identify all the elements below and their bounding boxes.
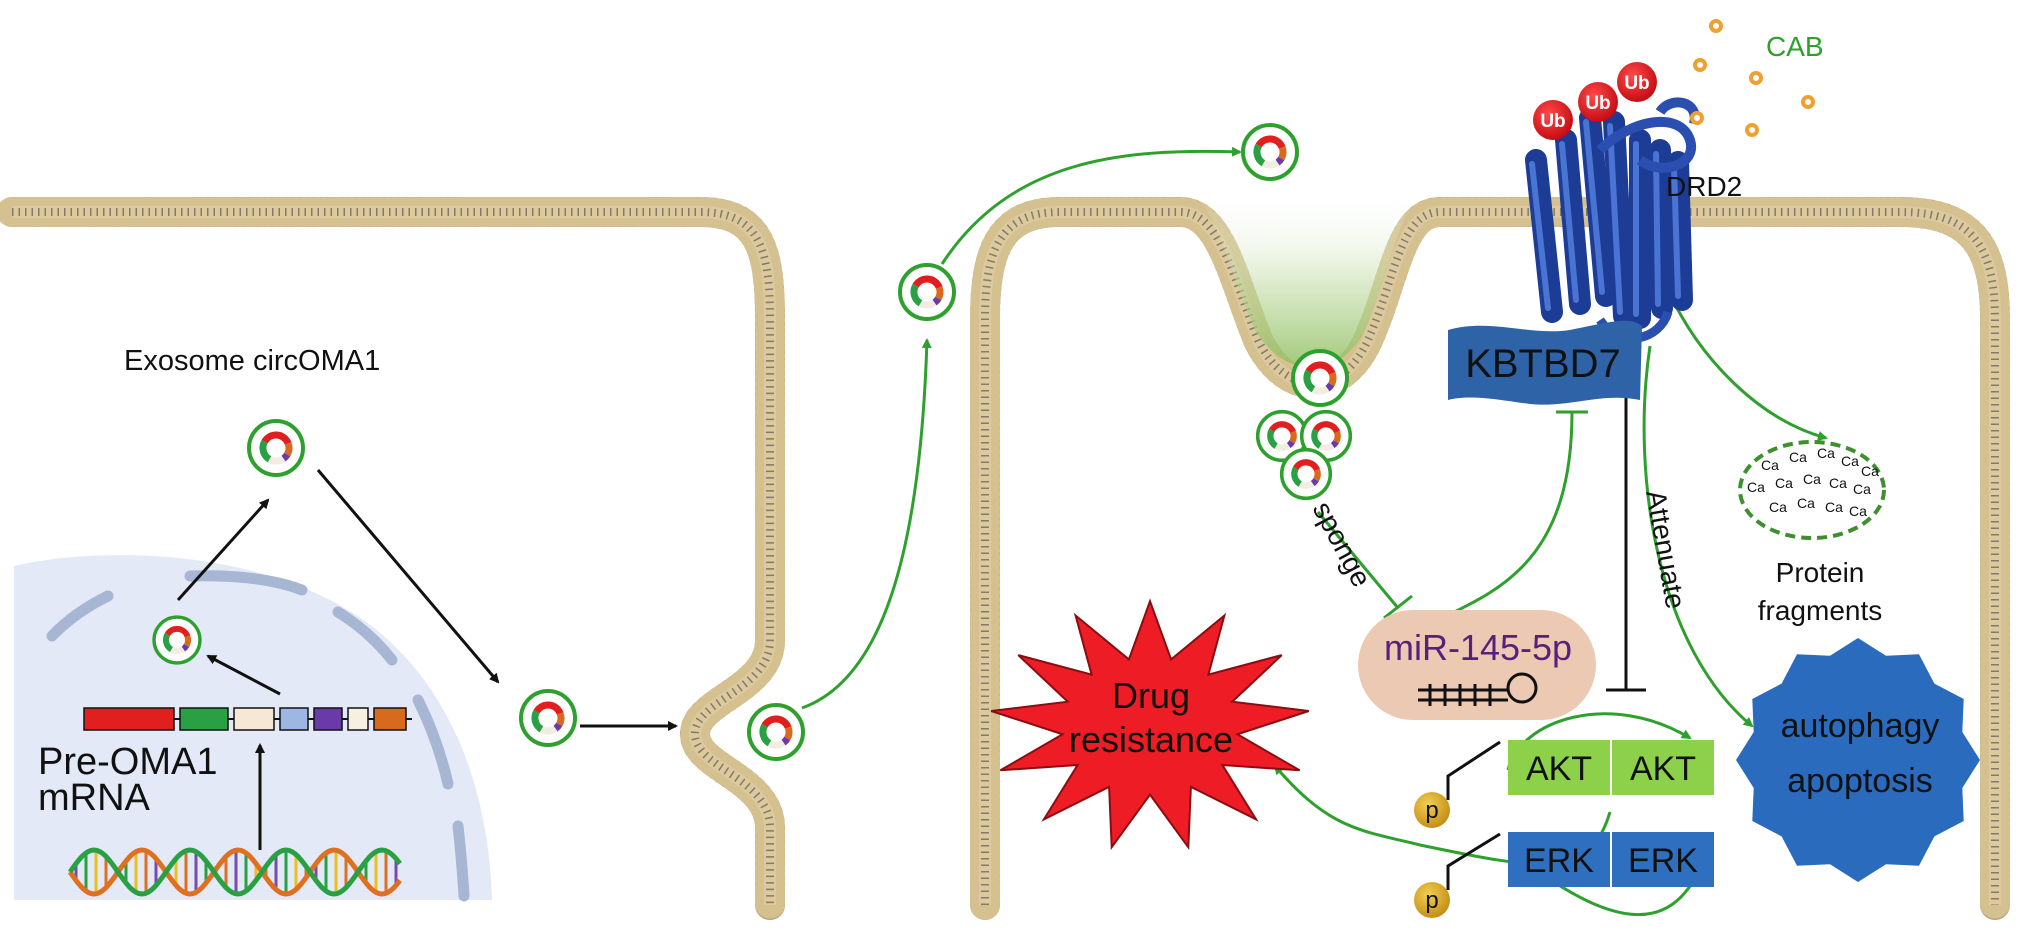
- pre-oma1-mrna-exons: [83, 707, 412, 731]
- ca-label: Ca: [1775, 475, 1793, 491]
- phosphate-erk: [1414, 882, 1450, 918]
- mrna-exon-1: [83, 707, 175, 731]
- receptor-helix-6: [1649, 139, 1673, 319]
- ca-label: Ca: [1803, 471, 1821, 487]
- ca-label: Ca: [1797, 495, 1815, 511]
- sponge-inhibit: [1316, 511, 1400, 609]
- mrna-exon-2: [179, 707, 229, 731]
- circrna-exosome-icon: [898, 263, 956, 321]
- arrow-to-exosome: [176, 498, 270, 602]
- dna-helix-icon: [67, 847, 402, 897]
- ca-label: Ca: [1849, 503, 1867, 519]
- cell-membranes: [0, 197, 2010, 920]
- arrow-to-autophagy: [1642, 345, 1754, 728]
- autophagy-label: autophagy: [1781, 707, 1940, 745]
- p-label-erk: p: [1425, 887, 1438, 914]
- drd2-label: DRD2: [1666, 171, 1742, 202]
- inhibition-lines: [1316, 392, 1646, 692]
- cab-label: CAB: [1766, 31, 1824, 62]
- arrow-exosome-uptake: [940, 146, 1242, 265]
- nuclear-envelope: [46, 570, 470, 902]
- mrna-exon-5: [313, 707, 343, 731]
- circrna-exosome-icon: [519, 689, 577, 747]
- akt-box-1: [1508, 740, 1610, 795]
- kbtbd7-protein: [1448, 320, 1642, 405]
- ub-label-1: Ub: [1540, 111, 1565, 132]
- attenuate-label: Attenuate: [1640, 488, 1691, 611]
- circrna-exosome-icon: [1291, 349, 1349, 407]
- sponge-inhibit-bar: [1383, 594, 1413, 620]
- receptor-helix-7: [1667, 151, 1693, 311]
- ca-label: Ca: [1825, 499, 1843, 515]
- receptor-helix-4: [1603, 111, 1635, 327]
- ubiquitin-group: Ub Ub Ub: [1533, 62, 1657, 140]
- mir-inhibit-kbtbd7: [1437, 411, 1574, 622]
- ca-label: Ca: [1841, 453, 1859, 469]
- exosome-circoma1-label: Exosome circOMA1: [124, 345, 380, 377]
- akt-box-2: [1612, 740, 1714, 795]
- ub-label-2: Ub: [1585, 93, 1610, 114]
- erk-label-2: ERK: [1628, 842, 1698, 880]
- mir-145-5p-label: miR-145-5p: [1384, 627, 1572, 668]
- mrna-exon-7: [373, 707, 407, 731]
- ca-label: Ca: [1829, 475, 1847, 491]
- protein-fragments-line1: Protein: [1776, 557, 1865, 588]
- ca-label: Ca: [1769, 499, 1787, 515]
- mirna-hairpin-icon: [1418, 672, 1538, 706]
- arrow-to-fragments: [1666, 289, 1828, 441]
- ca-label: Ca: [1747, 479, 1765, 495]
- arrow-exosome-release: [801, 338, 932, 710]
- endocytic-pit: [1185, 190, 1425, 368]
- erk-box-2: [1612, 832, 1714, 887]
- sponge-label: sponge: [1307, 496, 1378, 592]
- arrow-erk-loop: [1546, 876, 1692, 917]
- ca-label: Ca: [1761, 457, 1779, 473]
- circrna-exosome-icon: [1241, 123, 1299, 181]
- protein-fragments-line2: fragments: [1758, 595, 1883, 626]
- phosphate-akt: [1414, 792, 1450, 828]
- mrna-exon-6: [347, 707, 369, 731]
- receptor-helix-3: [1579, 107, 1617, 307]
- cab-molecules: [1690, 19, 1815, 137]
- kbtbd7-label: KBTBD7: [1465, 342, 1621, 386]
- pre-oma1-label-line2: mRNA: [38, 777, 151, 819]
- akt-label-2: AKT: [1630, 750, 1696, 788]
- p-label-akt: p: [1425, 797, 1438, 824]
- circrna-exosome-icon: [1255, 409, 1309, 463]
- erk-label-1: ERK: [1524, 842, 1594, 880]
- phosphate-groups: p p: [1414, 740, 1501, 918]
- mrna-exon-4: [279, 707, 309, 731]
- membrane-left-cell: [0, 197, 785, 920]
- circrna-exosome-icon: [152, 615, 202, 665]
- ca-label: Ca: [1817, 445, 1835, 461]
- circrna-exosome-icon: [247, 419, 305, 477]
- ca-label: Ca: [1861, 463, 1879, 479]
- autophagy-apoptosis-burst: [1736, 638, 1980, 882]
- arrow-exosome-out: [316, 469, 500, 684]
- circrna-exosome-icon: [747, 703, 805, 761]
- ca-label: Ca: [1789, 449, 1807, 465]
- receptor-helix-1: [1525, 149, 1563, 323]
- drug-label-line1: Drug: [1112, 675, 1190, 716]
- drug-resistance-burst: [990, 598, 1310, 851]
- kinase-boxes: AKT AKT ERK ERK: [1508, 740, 1714, 887]
- transport-arrows: [176, 469, 678, 850]
- ub-label-3: Ub: [1624, 73, 1649, 94]
- pre-oma1-label-line1: Pre-OMA1: [38, 741, 217, 783]
- drug-label-line2: resistance: [1069, 719, 1233, 760]
- ca-label: Ca: [1853, 481, 1871, 497]
- circrna-exosome-icon: [1299, 409, 1353, 463]
- erk-box-1: [1508, 832, 1610, 887]
- mrna-exon-3: [233, 707, 275, 731]
- receptor-helix-2: [1555, 129, 1591, 315]
- arrow-backsplicing: [206, 654, 281, 696]
- circrna-exosome-icon: [1279, 447, 1333, 501]
- apoptosis-label: apoptosis: [1787, 762, 1933, 800]
- akt-label-1: AKT: [1526, 750, 1592, 788]
- circrna-exosomes: [152, 123, 1353, 761]
